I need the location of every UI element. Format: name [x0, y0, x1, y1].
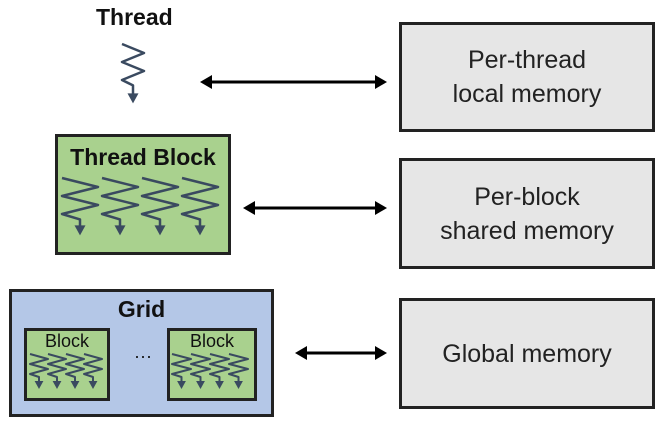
global-memory-label: Global memory: [442, 339, 612, 368]
grid-block-right-squiggle-icon-3: [209, 353, 230, 389]
grid-ellipsis: ···: [134, 346, 152, 366]
thread-block-squiggle-icon-3: [140, 176, 180, 236]
grid-block-right-squiggle-icon-4: [228, 353, 249, 389]
thread-block-squiggle-icon-2: [100, 176, 140, 236]
grid-block-right-squiggle-icon-2: [190, 353, 211, 389]
grid-block-left-squiggle-icon-2: [47, 353, 67, 389]
thread-block-label: Thread Block: [70, 144, 216, 170]
per-thread-line1: Per-thread: [467, 46, 587, 74]
thread-block-squiggle-icon-4: [180, 176, 220, 236]
grid-block-right-label: Block: [189, 331, 234, 351]
grid-block-left-squiggle-icon-3: [65, 353, 85, 389]
thread-squiggle-icon: [120, 42, 146, 104]
grid-block-left-label: Block: [44, 331, 89, 351]
grid-block-right-squiggle-icon-1: [171, 353, 192, 389]
thread-to-local-memory-arrow-icon: [200, 75, 387, 89]
grid-label: Grid: [117, 296, 166, 322]
per-thread-line2: local memory: [452, 80, 602, 108]
per-block-line1: Per-block: [474, 182, 580, 211]
per-block-line2: shared memory: [440, 216, 614, 245]
per-block-shared-memory-box: Per-block shared memory: [399, 158, 655, 269]
global-memory-box: Global memory: [399, 298, 655, 409]
grid-block-left-squiggle-icon-1: [29, 353, 49, 389]
grid-block-left: [24, 328, 110, 401]
grid-to-global-memory-arrow-icon: [295, 346, 387, 360]
per-thread-local-memory-box: Per-thread local memory: [399, 22, 655, 132]
block-to-shared-memory-arrow-icon: [243, 201, 387, 215]
thread-label: Thread: [96, 4, 173, 30]
thread-block-squiggle-icon-1: [60, 176, 100, 236]
grid-block-left-squiggle-icon-4: [83, 353, 103, 389]
